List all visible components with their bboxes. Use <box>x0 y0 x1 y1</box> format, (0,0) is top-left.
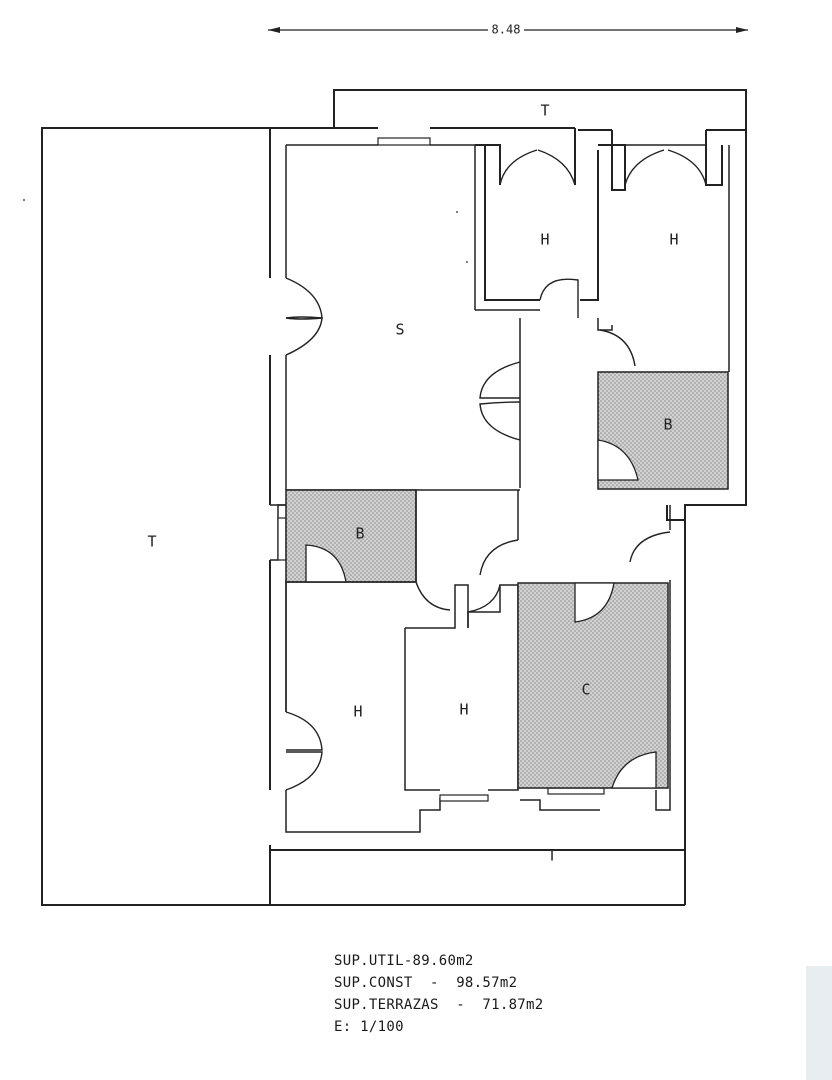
bedroom-bottom-mid-label: H <box>459 701 468 719</box>
terrace-left-label: T <box>147 533 156 551</box>
area-legend: SUP.UTIL-89.60m2 SUP.CONST - 98.57m2 SUP… <box>334 950 544 1038</box>
terrace-top-label: T <box>540 102 549 120</box>
hall-doors <box>286 490 671 611</box>
bedroom-top-mid: H <box>475 128 599 318</box>
kitchen-label: C <box>581 681 590 699</box>
terrace-top: T <box>333 89 747 130</box>
terrace-bottom-label: T <box>547 847 556 865</box>
exterior-walls <box>269 127 747 905</box>
legend-scale: E: 1/100 <box>334 1019 404 1035</box>
dimension-label: 8.48 <box>492 23 521 37</box>
kitchen[interactable]: C <box>517 582 669 789</box>
bath-left-label: B <box>355 525 364 543</box>
terrace-bottom: T <box>547 847 556 865</box>
legend-sup-util: SUP.UTIL-89.60m2 <box>334 953 474 969</box>
bedroom-bottom-left: H <box>285 582 469 791</box>
floor-plan: 8.48 T T <box>23 23 748 906</box>
legend-sup-terrazas: SUP.TERRAZAS - 71.87m2 <box>334 997 544 1013</box>
salon-label: S <box>395 321 404 339</box>
bedroom-top-right-label: H <box>669 231 678 249</box>
dimension-line: 8.48 <box>268 23 748 37</box>
scan-dot <box>456 211 458 213</box>
bath-left[interactable]: B <box>285 489 417 583</box>
scan-edge <box>806 966 832 1080</box>
scan-dot <box>23 199 25 201</box>
bedroom-bottom-mid: H <box>459 584 519 791</box>
bath-right-label: B <box>663 416 672 434</box>
scan-dot <box>466 261 468 263</box>
bedroom-top-mid-label: H <box>540 231 549 249</box>
bath-right[interactable]: B <box>597 371 729 490</box>
legend-sup-const: SUP.CONST - 98.57m2 <box>334 975 518 991</box>
terrace-left: T <box>41 127 685 906</box>
bedroom-top-right: H <box>597 130 730 372</box>
bedroom-bottom-left-label: H <box>353 703 362 721</box>
